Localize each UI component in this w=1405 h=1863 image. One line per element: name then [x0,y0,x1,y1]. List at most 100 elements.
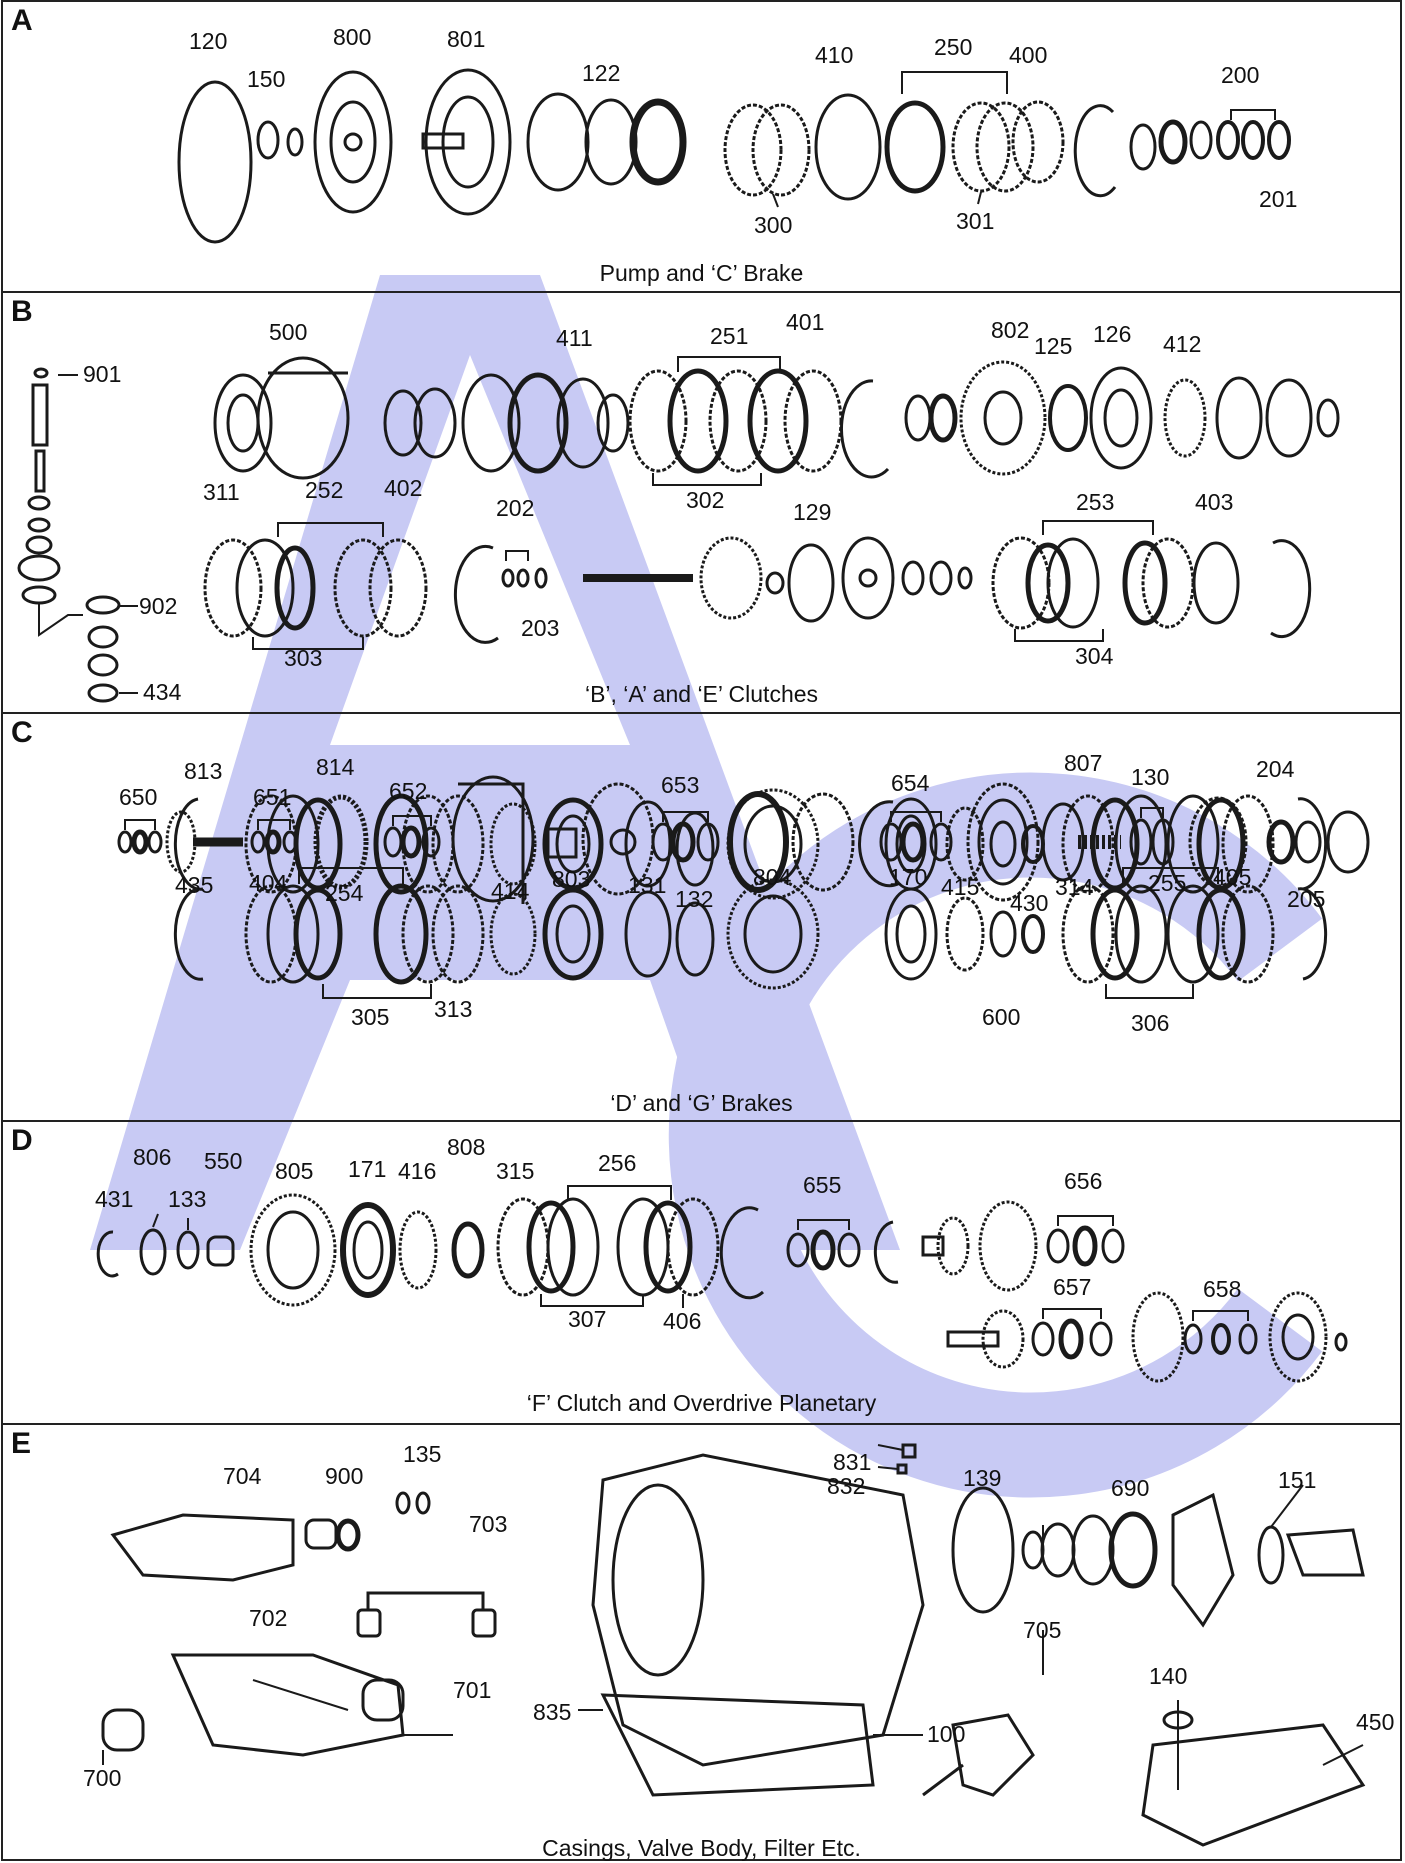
panel-d: D 806 550 431 133 805 171 416 808 315 25… [1,1120,1402,1425]
panel-caption: ‘D’ and ‘G’ Brakes [610,1090,793,1116]
part-label: 204 [1256,756,1295,782]
part-label: 651 [253,784,292,810]
part-label: 832 [827,1473,866,1499]
part-label: 120 [189,28,228,54]
part-label: 122 [582,60,621,86]
part-label: 705 [1023,1617,1062,1643]
part-label: 806 [133,1144,172,1170]
part-label: 131 [628,872,667,898]
part-label: 703 [469,1511,508,1537]
part-label: 814 [316,754,355,780]
part-label: 100 [927,1721,966,1747]
part-label: 411 [556,325,593,351]
part-label: 171 [348,1156,387,1182]
part-label: 139 [963,1465,1002,1491]
part-label: 804 [753,864,792,890]
part-label: 600 [982,1004,1021,1030]
part-label: 704 [223,1463,262,1489]
part-label: 314 [1055,874,1094,900]
part-label: 410 [815,42,854,68]
part-label: 800 [333,24,372,50]
part-label: 200 [1221,62,1260,88]
part-label: 302 [686,487,725,513]
part-label: 901 [83,361,122,387]
panel-b: B 500 411 251 401 802 125 126 412 901 31… [1,291,1402,714]
part-label: 831 [833,1449,872,1475]
part-label: 654 [891,770,930,796]
part-label: 805 [275,1158,314,1184]
panel-caption: Pump and ‘C’ Brake [599,260,804,286]
part-label: 500 [269,319,308,345]
part-label: 650 [119,784,158,810]
part-label: 802 [991,317,1030,343]
part-label: 702 [249,1605,288,1631]
brakes-art-lower [173,867,1328,999]
part-label: 135 [403,1441,442,1467]
part-label: 402 [384,475,423,501]
part-label: 251 [710,323,749,349]
part-label: 435 [175,872,214,898]
part-label: 303 [284,645,323,671]
part-label: 430 [1010,890,1049,916]
part-label: 130 [1131,764,1170,790]
part-label: 803 [552,866,591,892]
part-label: 415 [941,874,980,900]
part-label: 431 [95,1186,134,1212]
part-label: 250 [934,34,973,60]
part-label: 656 [1064,1168,1103,1194]
part-label: 690 [1111,1475,1150,1501]
part-label: 126 [1093,321,1132,347]
part-label: 434 [143,679,182,705]
part-label: 403 [1195,489,1234,515]
panel-a: A 120 150 800 801 122 410 250 400 200 20… [1,0,1402,293]
part-label: 813 [184,758,223,784]
part-label: 655 [803,1172,842,1198]
part-label: 658 [1203,1276,1242,1302]
clutches-art [17,356,1340,703]
part-label: 700 [83,1765,122,1791]
casings-valve-body-art [101,1443,1366,1847]
part-label: 170 [889,864,928,890]
part-label: 201 [1259,186,1298,212]
part-label: 133 [168,1186,207,1212]
f-clutch-overdrive-art [96,1185,1348,1383]
part-label: 132 [675,886,714,912]
panel-letter: A [11,4,33,37]
part-label: 652 [389,778,428,804]
part-label: 450 [1356,1709,1395,1735]
part-label: 807 [1064,750,1103,776]
part-label: 203 [521,615,560,641]
part-label: 305 [351,1004,390,1030]
part-label: 301 [956,208,995,234]
part-label: 256 [598,1150,637,1176]
panel-letter: E [11,1427,32,1460]
part-label: 412 [1163,331,1202,357]
part-label: 416 [398,1158,437,1184]
part-label: 253 [1076,489,1115,515]
part-label: 255 [1148,870,1187,896]
part-label: 202 [496,495,535,521]
part-label: 140 [1149,1663,1188,1689]
part-label: 205 [1287,886,1326,912]
panel-c: C 650 813 651 814 652 653 654 807 130 20… [1,712,1402,1122]
part-label: 406 [663,1308,702,1334]
part-label: 657 [1053,1274,1092,1300]
part-label: 405 [1213,864,1252,890]
part-label: 653 [661,772,700,798]
part-label: 902 [139,593,178,619]
part-label: 254 [325,880,364,906]
pump-c-brake-art [177,68,1291,244]
part-label: 150 [247,66,286,92]
part-label: 900 [325,1463,364,1489]
panel-caption: ‘F’ Clutch and Overdrive Planetary [526,1390,877,1416]
part-label: 252 [305,477,344,503]
part-label: 835 [533,1699,572,1725]
part-label: 414 [491,878,530,904]
panel-letter: D [11,1124,33,1157]
part-label: 701 [453,1677,492,1703]
panel-e: E 704 900 135 703 702 701 700 831 832 13… [1,1423,1402,1861]
part-label: 300 [754,212,793,238]
panel-caption: Casings, Valve Body, Filter Etc. [542,1835,861,1861]
part-label: 550 [204,1148,243,1174]
part-label: 307 [568,1306,607,1332]
